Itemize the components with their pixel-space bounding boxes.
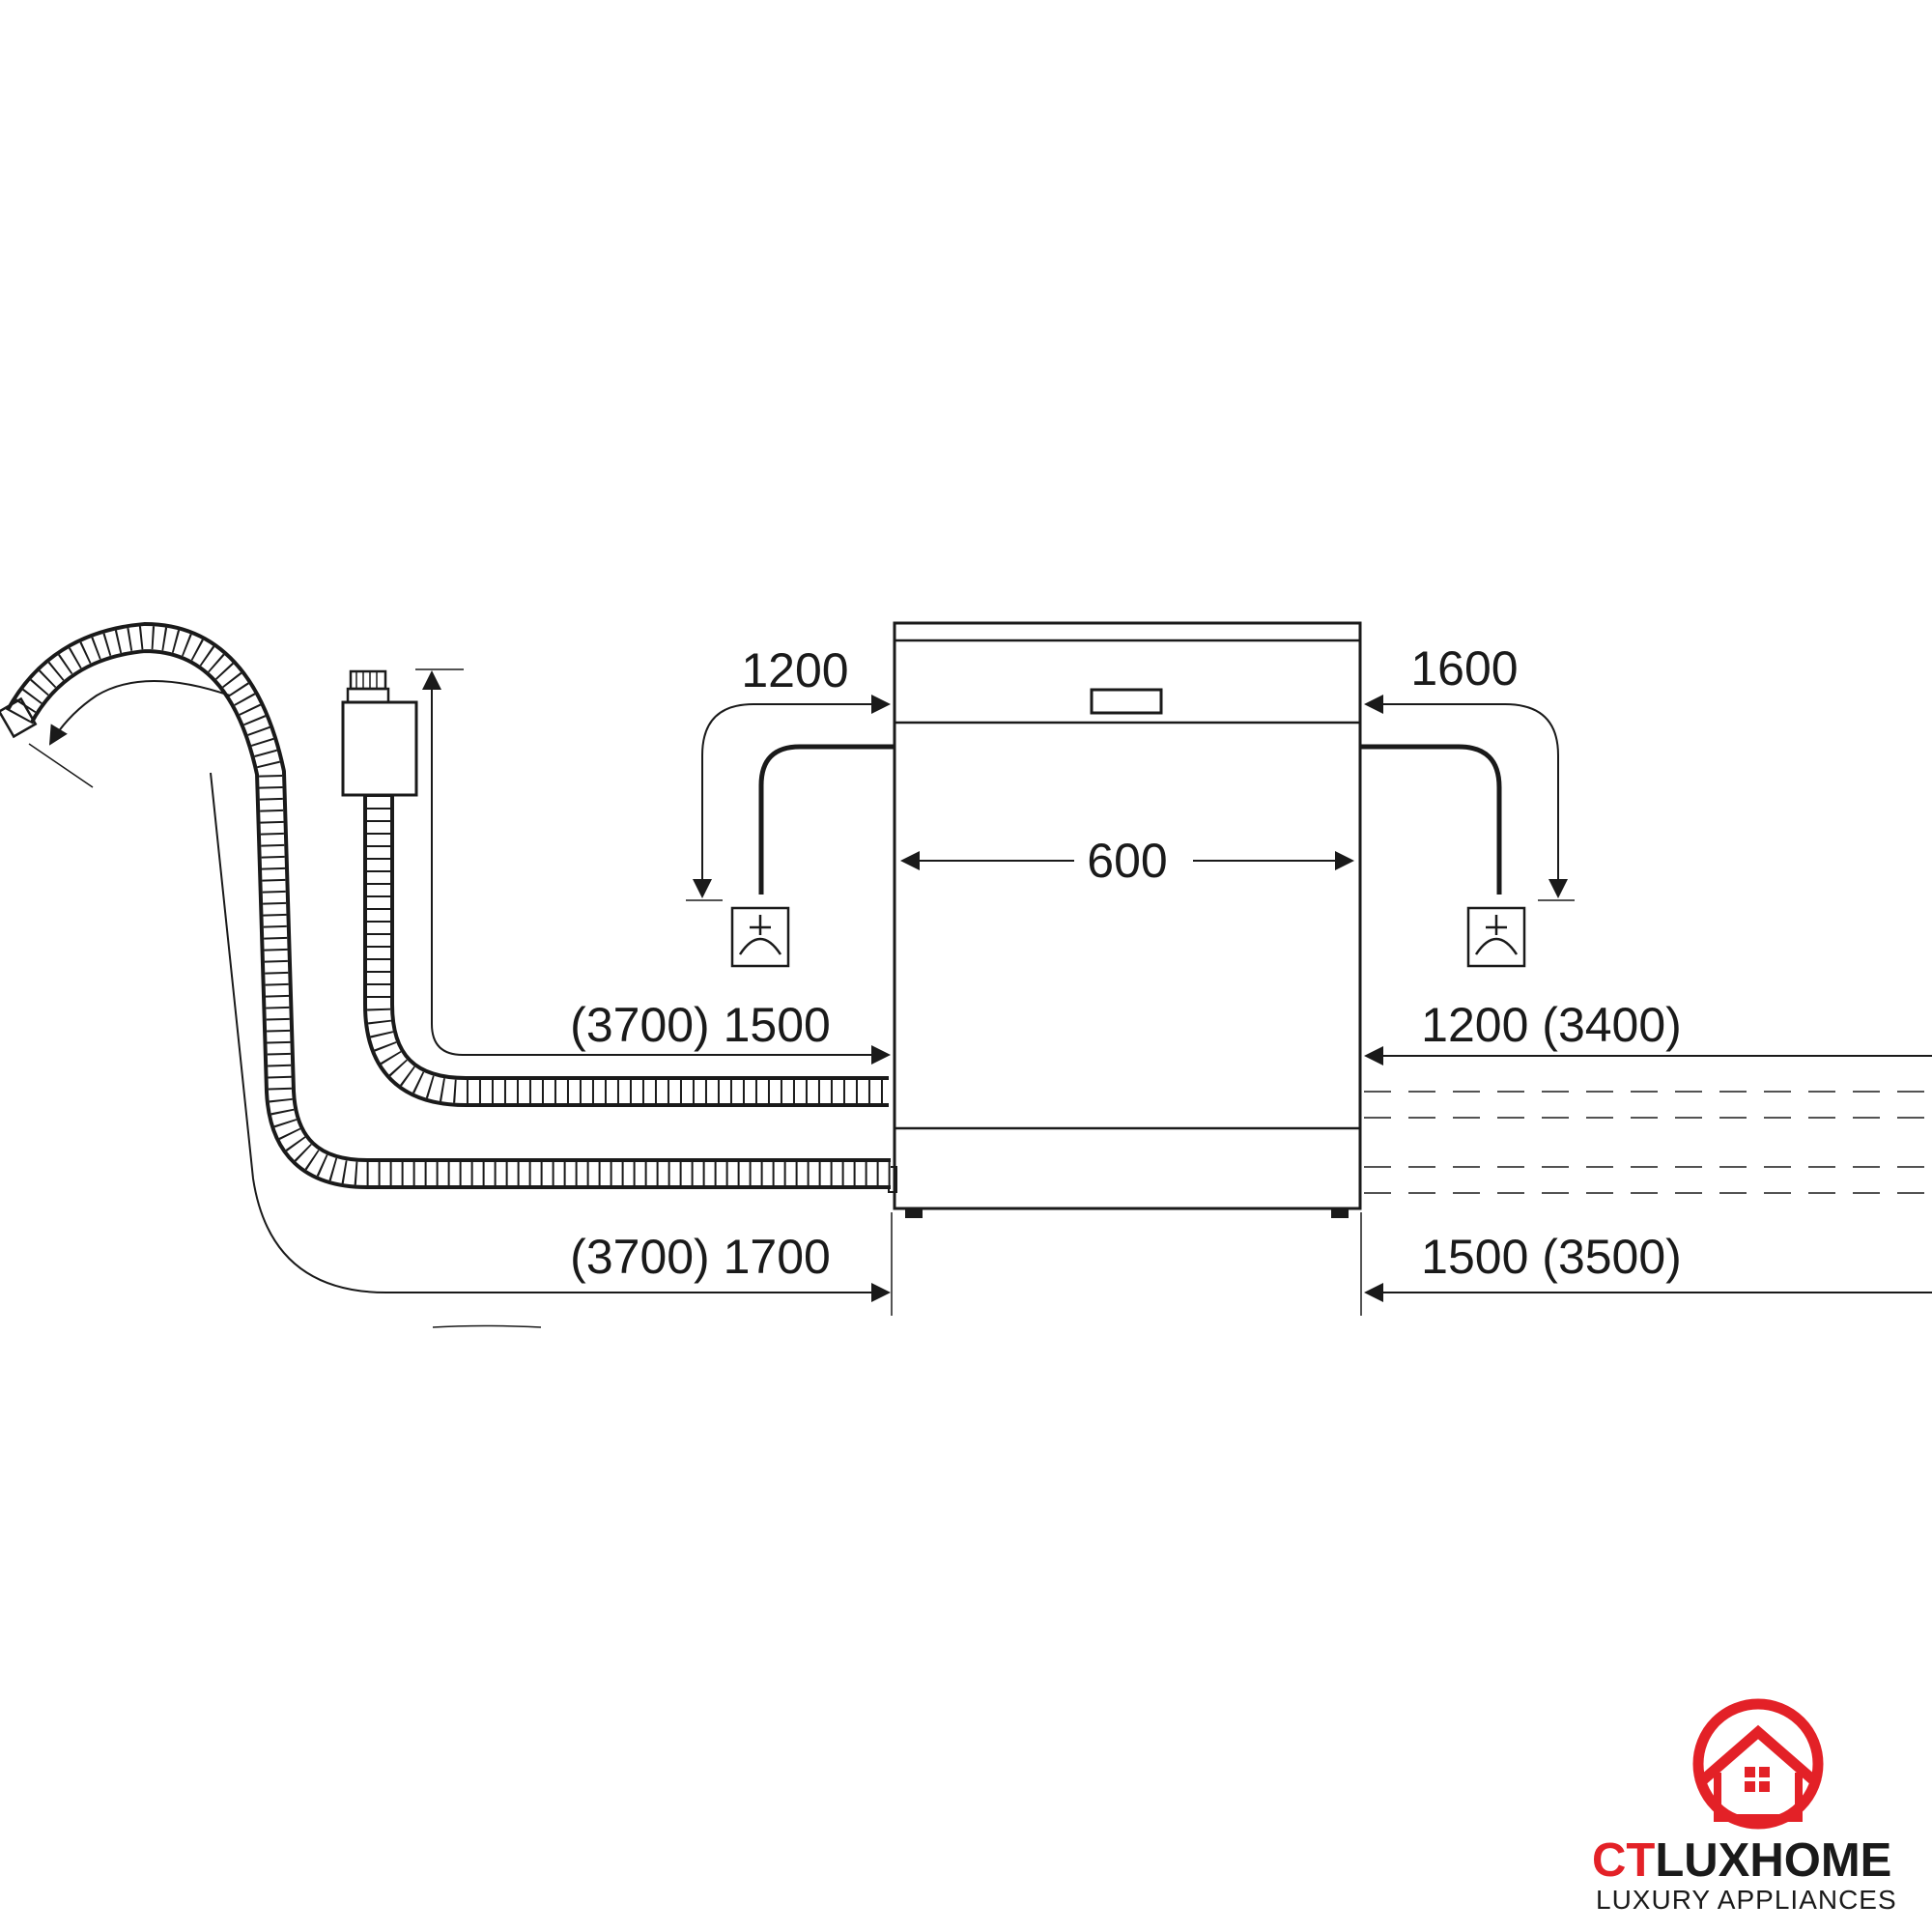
control-panel-display: [1090, 688, 1163, 715]
left-power-cable-label: 1200: [741, 643, 848, 697]
right-hoses: 1200 (3400) 1500 (3500): [1364, 998, 1932, 1302]
right-inlet-hose-label: 1200 (3400): [1421, 998, 1682, 1052]
width-dimension: 600: [900, 834, 1354, 888]
width-label: 600: [1087, 834, 1167, 888]
drain-hose-icon: (3700) 1700: [0, 621, 891, 1328]
right-power-cable: 1600: [1360, 641, 1575, 968]
socket-icon: [1466, 906, 1526, 968]
right-power-cable-label: 1600: [1410, 641, 1518, 696]
dishwasher-foot-right: [1331, 1208, 1349, 1218]
brand-name-prefix: CT: [1592, 1834, 1656, 1887]
brand-logo: [1692, 1698, 1824, 1830]
dishwasher-icon: [888, 621, 1362, 1218]
dishwasher-foot-left: [905, 1208, 923, 1218]
left-drain-hose-label: (3700) 1700: [570, 1230, 831, 1284]
left-inlet-hose-label: (3700) 1500: [570, 998, 831, 1052]
brand-name-suffix: LUXHOME: [1655, 1834, 1892, 1887]
tap-connector-icon: [341, 669, 418, 797]
brand-tagline: LUXURY APPLIANCES: [1596, 1885, 1897, 1915]
right-drain-hose-label: 1500 (3500): [1421, 1230, 1682, 1284]
left-power-cable: 1200: [686, 643, 895, 968]
brand-name: CTLUXHOME: [1592, 1833, 1891, 1888]
inlet-hose-icon: (3700) 1500: [341, 668, 891, 1107]
